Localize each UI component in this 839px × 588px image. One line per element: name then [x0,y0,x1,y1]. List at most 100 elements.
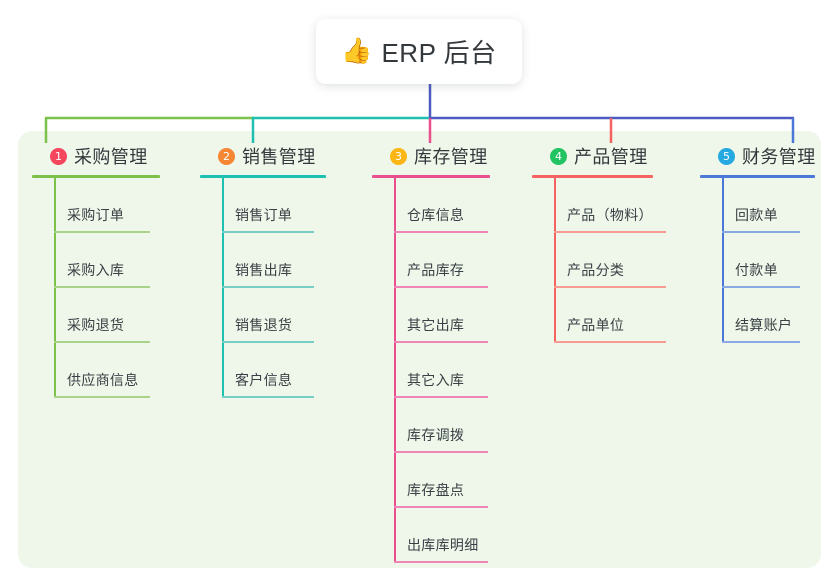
branch-column-3[interactable]: 3 库存管理仓库信息产品库存其它出库其它入库库存调拨库存盘点出库库明细 [372,143,490,563]
branch-underline-5 [700,175,815,178]
branch-underline-2 [200,175,326,178]
leaf-underline [394,341,488,343]
leaf-node[interactable]: 库存调拨 [372,398,490,453]
leaf-underline [554,231,666,233]
branch-header-5[interactable]: 5 财务管理 [700,143,816,169]
leaf-label: 其它出库 [407,317,465,333]
leaf-list-4: 产品（物料） 产品分类产品单位 [532,178,666,343]
leaf-node[interactable]: 库存盘点 [372,453,490,508]
branch-column-4[interactable]: 4 产品管理产品（物料） 产品分类产品单位 [532,143,666,343]
leaf-label: 采购入库 [67,262,125,278]
branch-column-2[interactable]: 2 销售管理销售订单销售出库销售退货客户信息 [200,143,326,398]
branch-header-4[interactable]: 4 产品管理 [532,143,653,169]
leaf-label: 销售订单 [235,207,293,223]
leaf-underline [54,286,150,288]
leaf-underline [54,231,150,233]
leaf-label: 销售出库 [235,262,293,278]
leaf-node[interactable]: 客户信息 [200,343,326,398]
leaf-node[interactable]: 其它入库 [372,343,490,398]
leaf-underline [222,231,314,233]
leaf-node[interactable]: 销售出库 [200,233,326,288]
leaf-label: 结算账户 [735,317,793,333]
leaf-underline [394,451,488,453]
leaf-label: 出库库明细 [407,537,479,553]
leaf-node[interactable]: 供应商信息 [32,343,160,398]
leaf-underline [54,341,150,343]
leaf-node[interactable]: 仓库信息 [372,178,490,233]
leaf-underline [722,231,800,233]
branch-title-5: 财务管理 [742,147,816,167]
branch-spine-3 [394,178,396,563]
leaf-label: 产品库存 [407,262,465,278]
branch-header-3[interactable]: 3 库存管理 [372,143,490,169]
branch-title-1: 采购管理 [74,147,148,167]
branch-column-1[interactable]: 1 采购管理采购订单采购入库采购退货供应商信息 [32,143,160,398]
branch-badge-1: 1 [50,147,67,165]
leaf-label: 付款单 [735,262,778,278]
leaf-underline [394,231,488,233]
branch-underline-3 [372,175,490,178]
branch-spine-4 [554,178,556,343]
branch-header-1[interactable]: 1 采购管理 [32,143,160,169]
leaf-node[interactable]: 产品（物料） [532,178,666,233]
leaf-node[interactable]: 结算账户 [700,288,816,343]
leaf-node[interactable]: 产品单位 [532,288,666,343]
leaf-list-1: 采购订单采购入库采购退货供应商信息 [32,178,160,398]
leaf-label: 库存盘点 [407,482,465,498]
leaf-node[interactable]: 采购订单 [32,178,160,233]
leaf-underline [554,286,666,288]
branch-spine-1 [54,178,56,398]
leaf-underline [394,506,488,508]
branch-badge-5: 5 [718,147,735,165]
leaf-node[interactable]: 采购退货 [32,288,160,343]
leaf-underline [394,286,488,288]
leaf-label: 采购退货 [67,317,125,333]
root-title: ERP 后台 [381,38,497,68]
leaf-list-3: 仓库信息产品库存其它出库其它入库库存调拨库存盘点出库库明细 [372,178,490,563]
thumbs-up-icon: 👍 [341,37,373,65]
leaf-underline [394,396,488,398]
branch-column-5[interactable]: 5 财务管理回款单付款单结算账户 [700,143,816,343]
leaf-underline [222,396,314,398]
leaf-underline [722,286,800,288]
leaf-node[interactable]: 付款单 [700,233,816,288]
branch-badge-3: 3 [390,147,407,165]
leaf-list-2: 销售订单销售出库销售退货客户信息 [200,178,326,398]
branch-badge-4: 4 [550,147,567,165]
leaf-label: 客户信息 [235,372,293,388]
leaf-label: 销售退货 [235,317,293,333]
branch-title-4: 产品管理 [574,147,648,167]
leaf-label: 回款单 [735,207,778,223]
branch-underline-1 [32,175,160,178]
leaf-underline [54,396,150,398]
leaf-underline [722,341,800,343]
branch-header-2[interactable]: 2 销售管理 [200,143,326,169]
branch-spine-5 [722,178,724,343]
leaf-underline [394,561,488,563]
leaf-node[interactable]: 其它出库 [372,288,490,343]
leaf-label: 供应商信息 [67,372,139,388]
leaf-node[interactable]: 出库库明细 [372,508,490,563]
leaf-label: 采购订单 [67,207,125,223]
branch-title-3: 库存管理 [414,147,488,167]
branches-panel [18,131,821,568]
leaf-node[interactable]: 产品库存 [372,233,490,288]
branch-title-2: 销售管理 [242,147,316,167]
leaf-label: 库存调拨 [407,427,465,443]
leaf-underline [222,286,314,288]
leaf-underline [222,341,314,343]
branch-underline-4 [532,175,653,178]
leaf-node[interactable]: 回款单 [700,178,816,233]
leaf-list-5: 回款单付款单结算账户 [700,178,816,343]
leaf-node[interactable]: 产品分类 [532,233,666,288]
branch-badge-2: 2 [218,147,235,165]
leaf-label: 产品单位 [567,317,625,333]
leaf-label: 产品分类 [567,262,625,278]
leaf-node[interactable]: 采购入库 [32,233,160,288]
leaf-node[interactable]: 销售退货 [200,288,326,343]
leaf-label: 其它入库 [407,372,465,388]
root-node[interactable]: 👍 ERP 后台 [316,19,522,84]
leaf-node[interactable]: 销售订单 [200,178,326,233]
branch-spine-2 [222,178,224,398]
